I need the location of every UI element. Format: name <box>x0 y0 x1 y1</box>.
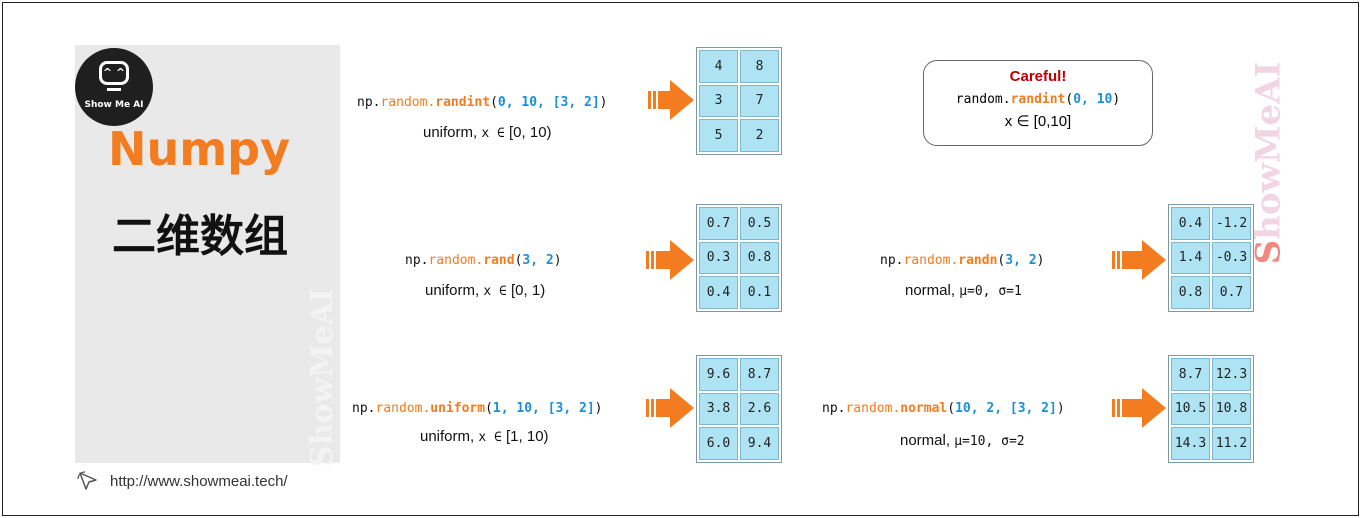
matrix-uniform: 9.6 8.7 3.8 2.6 6.0 9.4 <box>696 355 782 463</box>
page-subtitle: 二维数组 <box>112 211 288 262</box>
code-rand: np.random.rand(3, 2) <box>405 253 562 268</box>
matrix-cell: 0.1 <box>740 276 779 309</box>
matrix-cell: 0.7 <box>699 207 738 240</box>
careful-note: Careful! random.randint(0, 10) x ∈ [0,10… <box>923 60 1153 146</box>
code-randint: np.random.randint(0, 10, [3, 2]) <box>357 95 608 110</box>
matrix-cell: 0.7 <box>1212 276 1251 309</box>
careful-title: Careful! <box>1009 68 1067 85</box>
matrix-normal: 8.7 12.3 10.5 10.8 14.3 11.2 <box>1168 355 1254 463</box>
footer: http://www.showmeai.tech/ <box>76 470 288 492</box>
careful-range: x ∈ [0,10] <box>1004 113 1072 130</box>
matrix-cell: 3 <box>699 84 738 118</box>
desc-randn: normal, μ=0, σ=1 <box>905 282 1022 299</box>
matrix-cell: -1.2 <box>1212 207 1251 240</box>
cursor-click-icon <box>77 471 97 490</box>
arrow-right-icon <box>646 240 694 280</box>
matrix-cell: 11.2 <box>1212 427 1251 460</box>
matrix-cell: 6.0 <box>699 427 738 460</box>
matrix-cell: 14.3 <box>1171 427 1210 460</box>
code-randn: np.random.randn(3, 2) <box>880 253 1045 268</box>
robot-stand-icon <box>107 88 121 91</box>
matrix-randint: 4 8 3 7 5 2 <box>696 47 782 155</box>
desc-uniform: uniform, x ∈ [1, 10) <box>420 428 549 445</box>
matrix-cell: 0.4 <box>699 276 738 309</box>
matrix-randn: 0.4 -1.2 1.4 -0.3 0.8 0.7 <box>1168 204 1254 312</box>
watermark-left: ShowMeAI <box>292 288 352 467</box>
page-title: Numpy <box>108 122 291 176</box>
careful-code: random.randint(0, 10) <box>955 92 1121 107</box>
watermark-right-text: ShowMeAI <box>1248 61 1288 264</box>
matrix-cell: 1.4 <box>1171 241 1210 275</box>
robot-eyes-icon: ^ ^ <box>102 66 126 79</box>
matrix-cell: 0.5 <box>740 207 779 240</box>
matrix-cell: 8.7 <box>1171 358 1210 391</box>
matrix-cell: 4 <box>699 50 738 83</box>
showmeai-logo: ^ ^ Show Me AI <box>75 48 153 126</box>
matrix-cell: 5 <box>699 119 738 152</box>
matrix-cell: -0.3 <box>1212 241 1251 275</box>
matrix-cell: 0.8 <box>1171 276 1210 309</box>
desc-normal: normal, μ=10, σ=2 <box>900 432 1025 449</box>
matrix-cell: 8.7 <box>740 358 779 391</box>
arrow-right-icon <box>1112 388 1166 428</box>
code-normal: np.random.normal(10, 2, [3, 2]) <box>822 401 1065 416</box>
matrix-cell: 9.4 <box>740 427 779 460</box>
matrix-cell: 0.4 <box>1171 207 1210 240</box>
matrix-cell: 0.8 <box>740 241 779 275</box>
arrow-right-icon <box>646 388 694 428</box>
robot-face-icon: ^ ^ <box>99 61 129 85</box>
matrix-cell: 10.8 <box>1212 392 1251 426</box>
matrix-cell: 8 <box>740 50 779 83</box>
matrix-cell: 12.3 <box>1212 358 1251 391</box>
matrix-cell: 10.5 <box>1171 392 1210 426</box>
watermark-right-rest: howMeAI <box>1248 61 1288 240</box>
matrix-cell: 3.8 <box>699 392 738 426</box>
desc-rand: uniform, x ∈ [0, 1) <box>425 282 546 299</box>
watermark-left-text: ShowMeAI <box>304 288 340 467</box>
matrix-cell: 9.6 <box>699 358 738 391</box>
watermark-right-initial: S <box>1248 239 1288 264</box>
code-uniform: np.random.uniform(1, 10, [3, 2]) <box>352 401 603 416</box>
matrix-rand: 0.7 0.5 0.3 0.8 0.4 0.1 <box>696 204 782 312</box>
matrix-cell: 2.6 <box>740 392 779 426</box>
arrow-right-icon <box>648 80 694 120</box>
matrix-cell: 2 <box>740 119 779 152</box>
arrow-right-icon <box>1112 240 1166 280</box>
matrix-cell: 7 <box>740 84 779 118</box>
matrix-cell: 0.3 <box>699 241 738 275</box>
logo-text: Show Me AI <box>84 100 144 110</box>
desc-randint: uniform, x ∈ [0, 10) <box>423 124 552 141</box>
footer-url-link[interactable]: http://www.showmeai.tech/ <box>110 472 288 490</box>
